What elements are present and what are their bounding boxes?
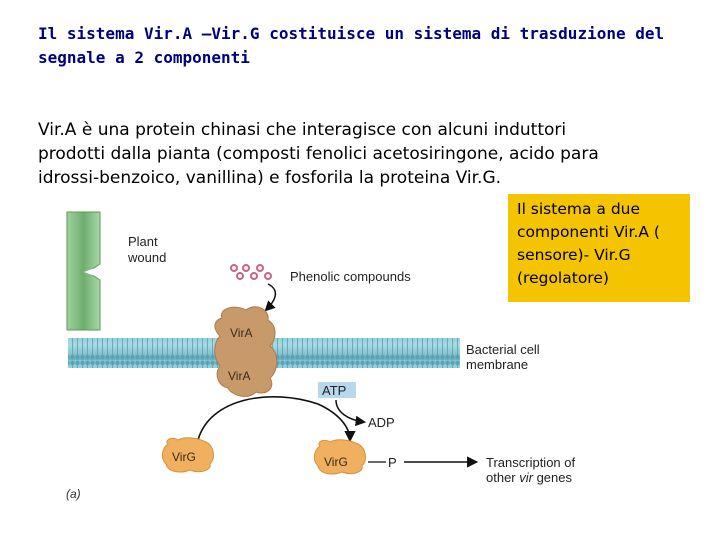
callout-line-2: componenti Vir.A ( bbox=[517, 223, 660, 241]
virA-top-label: VirA bbox=[230, 326, 252, 340]
virG-protein bbox=[161, 437, 214, 473]
membrane-label-line2: membrane bbox=[466, 357, 528, 372]
phenolic-label: Phenolic compounds bbox=[290, 269, 411, 284]
phenolic-molecules bbox=[230, 264, 272, 280]
virA-bottom-label: VirA bbox=[228, 369, 250, 383]
atp-arrow bbox=[335, 399, 367, 427]
transcription-other: other bbox=[486, 470, 519, 485]
transcription-vir: vir bbox=[519, 470, 533, 485]
callout-line-1: Il sistema a due bbox=[517, 200, 641, 218]
virG-phosphorylated-protein bbox=[313, 439, 366, 475]
phenolic-arrow bbox=[264, 283, 277, 312]
phosphorylation-arrow bbox=[197, 395, 356, 443]
virA-protein bbox=[214, 306, 278, 397]
two-component-callout: Il sistema a due componenti Vir.A ( sens… bbox=[508, 194, 690, 302]
description-paragraph: Vir.A è una protein chinasi che interagi… bbox=[38, 118, 698, 190]
atp-label: ATP bbox=[322, 383, 346, 398]
membrane-label-line1: Bacterial cell bbox=[466, 342, 540, 357]
transcription-label-line1: Transcription of bbox=[486, 455, 575, 470]
paragraph-line-2: prodotti dalla pianta (composti fenolici… bbox=[38, 144, 599, 164]
phosphate-label: P bbox=[388, 455, 397, 470]
paragraph-line-3: idrossi-benzoico, vanillina) e fosforila… bbox=[38, 168, 502, 188]
title-line-1: Il sistema Vir.A –Vir.G costituisce un s… bbox=[38, 24, 665, 43]
plant-label-line2: wound bbox=[127, 250, 166, 265]
plant-wound bbox=[66, 211, 112, 331]
virG-label: VirG bbox=[172, 450, 196, 464]
title-line-2: segnale a 2 componenti bbox=[38, 48, 250, 67]
panel-label: (a) bbox=[66, 487, 81, 501]
adp-label: ADP bbox=[368, 415, 395, 430]
slide-title: Il sistema Vir.A –Vir.G costituisce un s… bbox=[38, 22, 678, 70]
transcription-label-line2: other vir genes bbox=[486, 470, 573, 485]
callout-line-4: (regolatore) bbox=[517, 269, 609, 287]
virG-p-label: VirG bbox=[324, 455, 348, 469]
callout-line-3: sensore)- Vir.G bbox=[517, 246, 631, 264]
atp-box bbox=[318, 382, 356, 398]
paragraph-line-1: Vir.A è una protein chinasi che interagi… bbox=[38, 120, 567, 140]
plant-label-line1: Plant bbox=[128, 234, 158, 249]
transcription-genes: genes bbox=[533, 470, 573, 485]
plant-wound-arrow bbox=[84, 262, 112, 282]
